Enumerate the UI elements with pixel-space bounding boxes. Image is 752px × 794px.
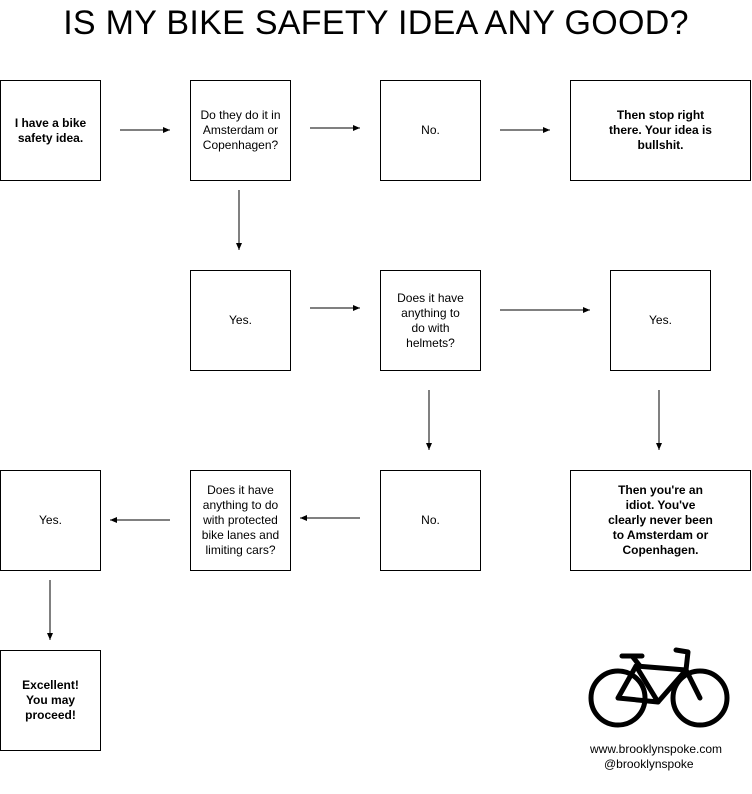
node-no-2: No. <box>380 470 481 571</box>
node-q-helmets: Does it have anything to do with helmets… <box>380 270 481 371</box>
node-yes-3: Yes. <box>0 470 101 571</box>
node-q-lanes: Does it have anything to do with protect… <box>190 470 291 571</box>
node-yes-1: Yes. <box>190 270 291 371</box>
bicycle-icon <box>588 647 730 728</box>
credit: www.brooklynspoke.com @brooklynspoke <box>590 742 722 772</box>
node-no-1: No. <box>380 80 481 181</box>
page-title: IS MY BIKE SAFETY IDEA ANY GOOD? <box>63 4 689 42</box>
node-idiot: Then you're an idiot. You've clearly nev… <box>570 470 751 571</box>
node-stop: Then stop right there. Your idea is bull… <box>570 80 751 181</box>
twitter-handle[interactable]: @brooklynspoke <box>604 757 694 771</box>
node-q-amsterdam: Do they do it in Amsterdam or Copenhagen… <box>190 80 291 181</box>
website-link[interactable]: www.brooklynspoke.com <box>590 742 723 756</box>
node-start: I have a bike safety idea. <box>0 80 101 181</box>
node-yes-2: Yes. <box>610 270 711 371</box>
node-excellent: Excellent! You may proceed! <box>0 650 101 751</box>
